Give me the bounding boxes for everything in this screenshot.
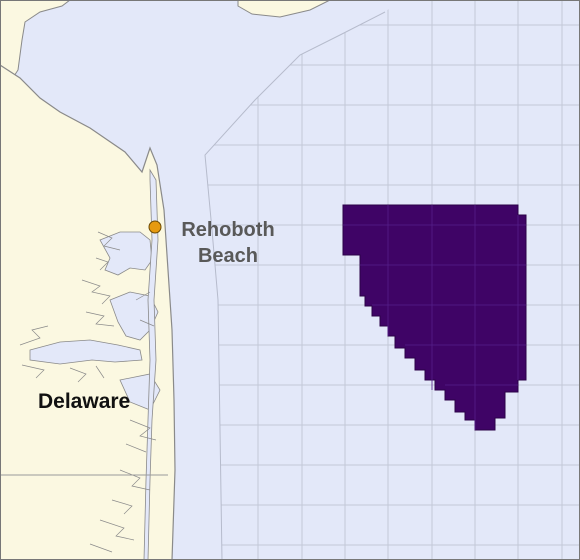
lease-area[interactable] [342, 204, 527, 431]
inland-bays [29, 168, 161, 560]
state-label: Delaware [38, 390, 130, 413]
new-jersey-shore [237, 0, 331, 18]
tidal-creeks [19, 231, 157, 553]
city-label-line1: Rehoboth [181, 219, 274, 241]
city-marker-icon[interactable] [148, 220, 162, 234]
lease-area-internal-grid [343, 205, 526, 430]
city-label-line2: Beach [198, 245, 258, 267]
federal-waters-boundary [204, 11, 386, 560]
